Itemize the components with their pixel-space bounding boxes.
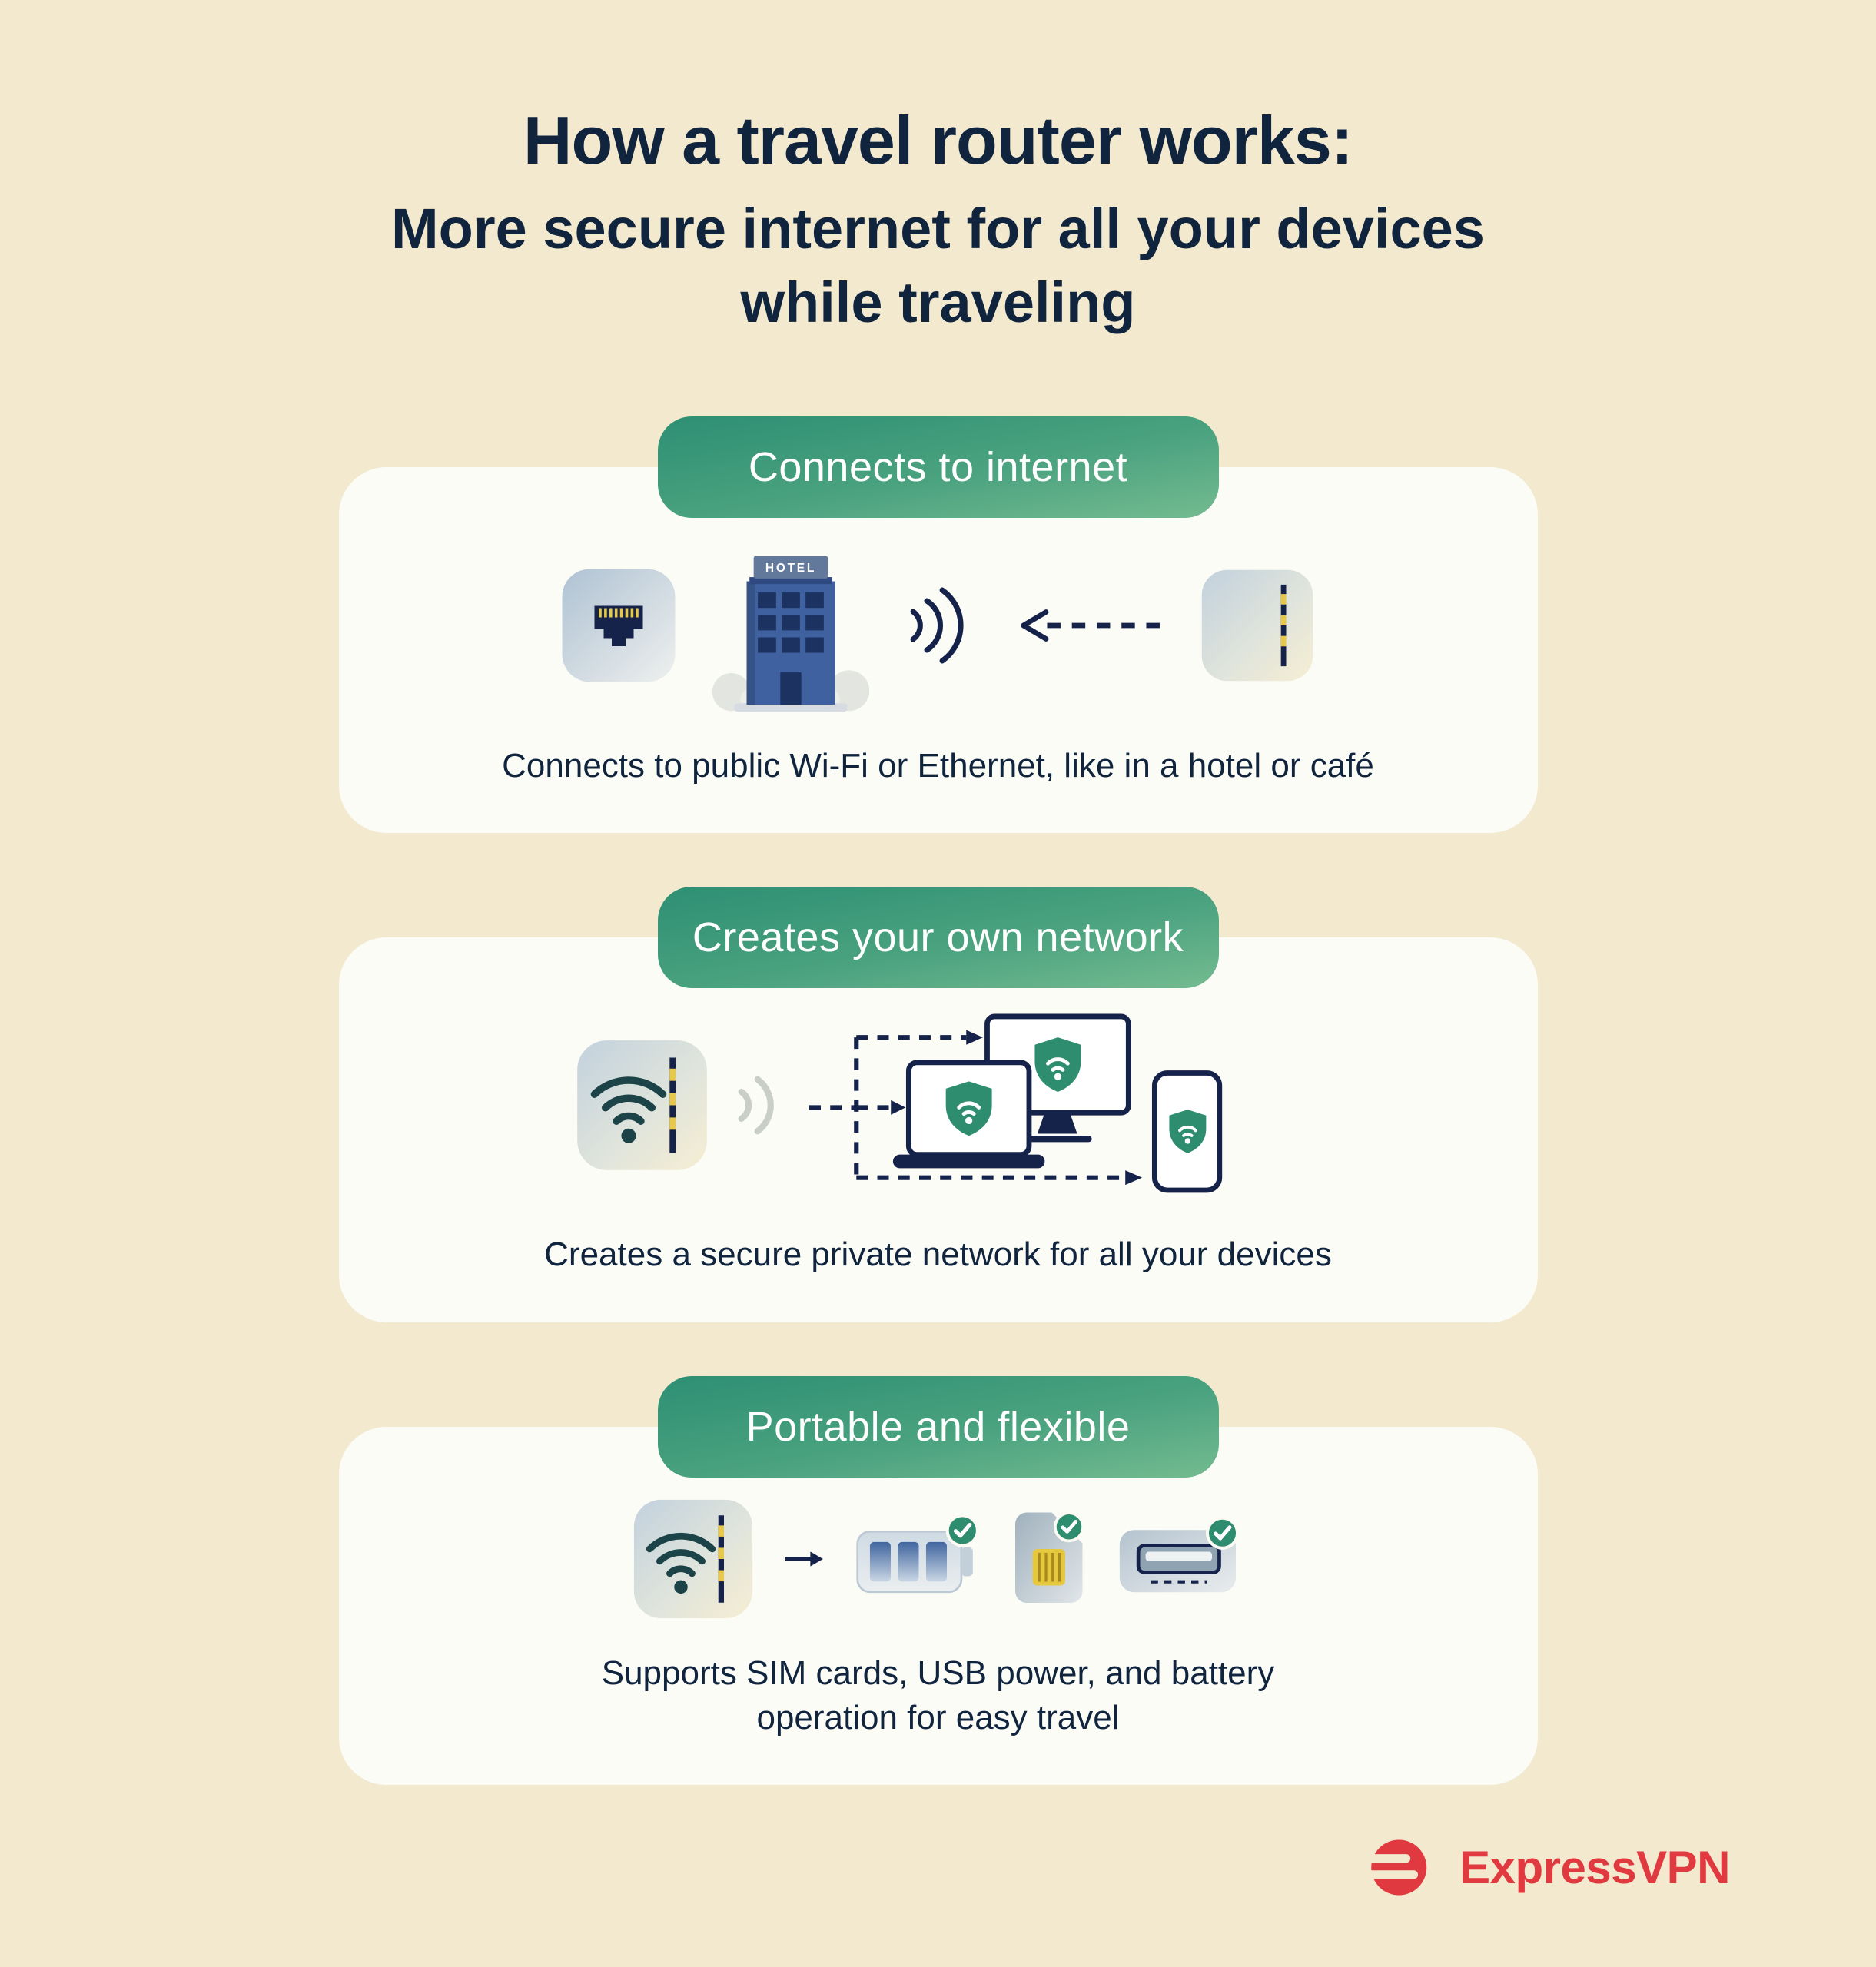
footer: ExpressVPN [1355,1838,1730,1897]
hotel-sign-label: HOTEL [765,562,816,575]
hotel-building-icon: HOTEL [712,556,870,712]
section-card-2: Creates a secure private network for all… [338,937,1538,1322]
section-header-label-3: Portable and flexible [745,1403,1131,1450]
page-subtitle: More secure internet for all your device… [391,197,1485,335]
wifi-symbol [590,1076,667,1125]
travel-router-wifi-icon [633,1499,753,1618]
check-badge-icon [1207,1518,1237,1547]
travel-router-wifi-icon [577,1040,707,1170]
section-card-3: Supports SIM cards, USB power, and batte… [338,1426,1538,1785]
section-header-label-2: Creates your own network [692,914,1184,961]
arrow-right-icon [785,1551,823,1567]
usb-port-icon [1119,1518,1244,1592]
brand-name: ExpressVPN [1459,1842,1730,1893]
sim-card-icon [1015,1511,1088,1604]
section-caption-2: Creates a secure private network for all… [544,1236,1332,1274]
network-illustration [400,1008,1476,1202]
dashed-arrow-left-icon [1021,609,1160,642]
arrowheads [891,1030,1143,1186]
section-portable-flexible: Portable and flexible [0,1375,1876,1785]
title-block: How a travel router works: More secure i… [0,0,1876,340]
section-header-pill-1: Connects to internet [657,416,1219,519]
section-header-pill-2: Creates your own network [657,887,1219,989]
ethernet-port-icon [562,569,676,682]
section-header-label-1: Connects to internet [748,444,1128,491]
laptop-icon [892,1060,1045,1169]
dashed-connections [809,1035,1124,1181]
wifi-symbol [646,1532,716,1577]
portable-illustration [400,1498,1476,1620]
check-badge-icon [948,1515,978,1545]
section-card-1: HOTEL [338,467,1538,834]
hotel-windows [758,592,824,653]
page-title: How a travel router works: [523,102,1353,178]
travel-router-icon [1201,570,1313,682]
secure-devices-illustration [809,1013,1223,1193]
battery-icon [856,1513,982,1594]
section-caption-3: Supports SIM cards, USB power, and batte… [601,1654,1275,1736]
hotel-door [780,672,802,705]
smartphone-icon [1151,1070,1223,1193]
section-creates-network: Creates your own network [0,887,1876,1322]
section-caption-1: Connects to public Wi-Fi or Ethernet, li… [502,747,1374,785]
connects-illustration: HOTEL [400,538,1476,713]
signal-waves-icon [738,1076,774,1135]
check-badge-icon [1055,1513,1083,1541]
wifi-waves-icon [910,587,964,664]
section-connects-to-internet: Connects to internet [0,416,1876,834]
section-header-pill-3: Portable and flexible [657,1375,1219,1478]
expressvpn-logo-icon [1363,1839,1427,1896]
